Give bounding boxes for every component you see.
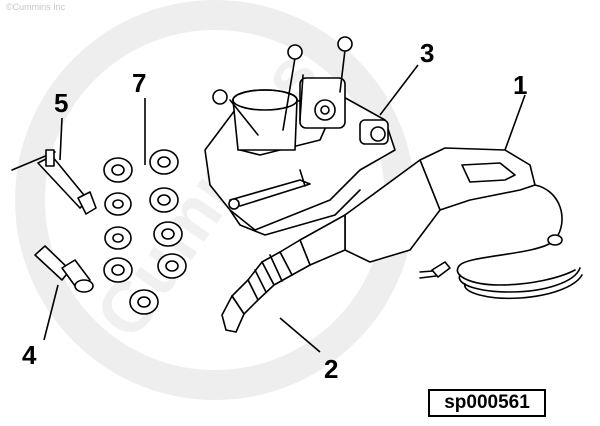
socket-4 bbox=[149, 187, 179, 213]
socket-8 bbox=[157, 253, 187, 279]
leader-1 bbox=[504, 94, 526, 151]
callout-4: 4 bbox=[22, 340, 37, 370]
socket-9 bbox=[129, 289, 159, 315]
socket-7 bbox=[103, 257, 133, 283]
leader-4 bbox=[43, 284, 59, 341]
socket-2 bbox=[149, 149, 179, 175]
callout-1: 1 bbox=[513, 70, 528, 100]
air-power-tool bbox=[221, 147, 583, 333]
leader-lines bbox=[43, 64, 526, 353]
socket-3 bbox=[104, 192, 132, 216]
socket-5 bbox=[104, 226, 132, 250]
callout-7: 7 bbox=[132, 68, 147, 98]
t-handle-tool bbox=[11, 149, 97, 215]
holding-fixture bbox=[204, 36, 396, 236]
adapter-tool bbox=[34, 245, 94, 293]
callout-5: 5 bbox=[54, 88, 69, 118]
socket-6 bbox=[153, 221, 183, 247]
leader-5 bbox=[59, 117, 63, 161]
reference-code: sp000561 bbox=[428, 389, 546, 417]
socket-1 bbox=[103, 157, 133, 183]
socket-set bbox=[103, 149, 187, 315]
leader-3 bbox=[379, 64, 419, 116]
callout-2: 2 bbox=[324, 354, 339, 384]
leader-2 bbox=[279, 317, 321, 353]
copyright-text: ©Cummins Inc bbox=[6, 2, 66, 12]
callout-3: 3 bbox=[420, 38, 435, 68]
